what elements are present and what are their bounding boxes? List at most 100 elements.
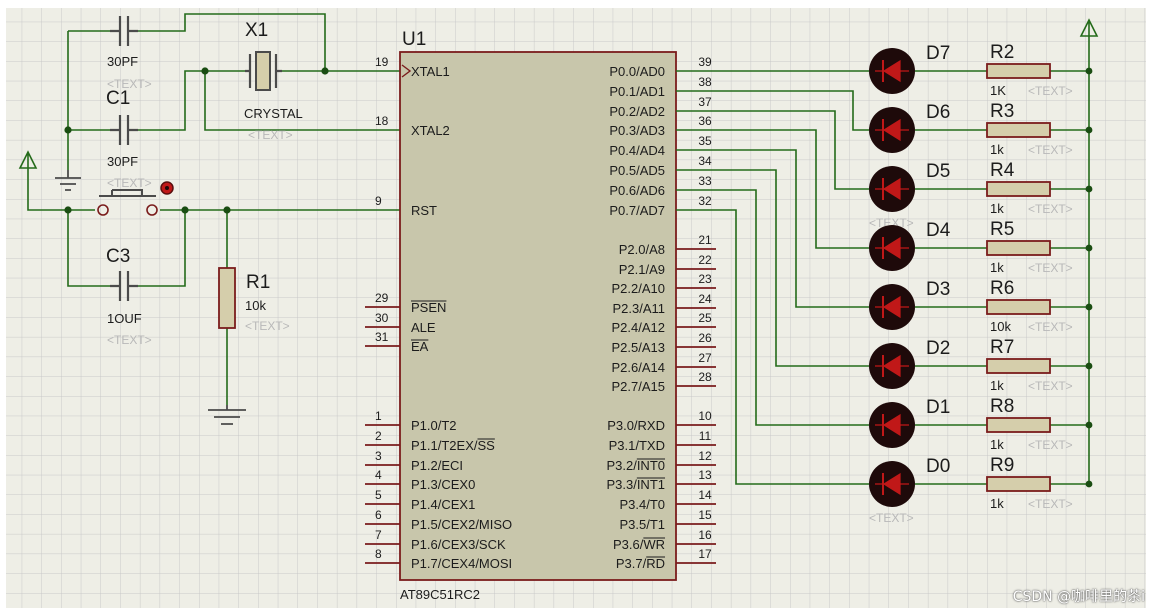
resistor-value: 10k	[245, 298, 266, 313]
led-d2[interactable]: D2	[869, 338, 950, 389]
wire	[676, 169, 869, 367]
wire	[676, 90, 869, 131]
resistor-r1[interactable]: R1 10k <TEXT>	[218, 267, 290, 333]
pin-label: XTAL2	[411, 123, 450, 138]
pin-number: 29	[375, 291, 389, 305]
pin-number: 18	[375, 114, 389, 128]
placeholder-text: <TEXT>	[1028, 143, 1073, 157]
pin-label: P2.6/A14	[612, 360, 666, 375]
junction-dot	[1085, 244, 1093, 252]
placeholder-text: <TEXT>	[245, 319, 290, 333]
placeholder-text: <TEXT>	[1028, 379, 1073, 393]
led-d6[interactable]: D6	[869, 102, 950, 153]
led-ref: D0	[926, 456, 950, 477]
pin-label: EA	[411, 339, 429, 354]
capacitor-top[interactable]: 30PF <TEXT>	[107, 16, 152, 91]
pin-label: ALE	[411, 320, 436, 335]
chip-pin-left[interactable]: 1P1.0/T2	[365, 409, 457, 433]
junction-dot	[1085, 421, 1093, 429]
ground-symbol	[55, 170, 81, 191]
pin-label: P3.6/WR	[613, 537, 665, 552]
resistor-value: 1k	[990, 260, 1004, 275]
capacitor-c1[interactable]: C1 30PF <TEXT>	[106, 88, 152, 190]
wire	[676, 189, 869, 426]
reset-pushbutton[interactable]	[97, 181, 174, 216]
pin-label: P2.4/A12	[612, 320, 666, 335]
capacitor-c3[interactable]: C3 1OUF <TEXT>	[106, 246, 152, 347]
pin-number: 39	[698, 55, 712, 69]
led-d4[interactable]: D4	[869, 220, 951, 271]
pin-label: PSEN	[411, 300, 446, 315]
wire	[676, 110, 869, 190]
pin-number: 21	[698, 233, 712, 247]
right-pin-group: 39P0.0/AD038P0.1/AD137P0.2/AD236P0.3/AD3…	[606, 55, 716, 571]
resistor-ref: R3	[990, 101, 1014, 122]
led-d7[interactable]: D7	[869, 43, 950, 94]
led-d5[interactable]: D5<TEXT>	[869, 161, 950, 230]
pin-label: P0.0/AD0	[609, 64, 665, 79]
pin-label: P2.5/A13	[612, 340, 666, 355]
led-d0[interactable]: D0<TEXT>	[869, 456, 950, 525]
chip-pin-left[interactable]: 7P1.6/CEX3/SCK	[365, 528, 506, 552]
crystal-x1[interactable]: X1 CRYSTAL <TEXT>	[244, 20, 303, 142]
pin-label: P1.7/CEX4/MOSI	[411, 556, 512, 571]
resistor-ref: R5	[990, 219, 1014, 240]
pin-number: 5	[375, 488, 382, 502]
led-d3[interactable]: D3	[869, 279, 950, 330]
microcontroller-u1[interactable]: U1 AT89C51RC2 19XTAL118XTAL29RST29PSEN30…	[365, 29, 716, 602]
chip-pin-left[interactable]: 5P1.4/CEX1	[365, 488, 475, 512]
chip-pin-left[interactable]: 2P1.1/T2EX/SS	[365, 429, 495, 453]
placeholder-text: <TEXT>	[107, 77, 152, 91]
chip-pin-left[interactable]: 8P1.7/CEX4/MOSI	[365, 547, 512, 571]
resistor-ref: R9	[990, 455, 1014, 476]
crystal-value: CRYSTAL	[244, 106, 303, 121]
chip-pin-left[interactable]: 3P1.2/ECI	[365, 449, 463, 473]
capacitor-value: 1OUF	[107, 311, 142, 326]
led-d1[interactable]: D1	[869, 397, 950, 448]
capacitor-value: 30PF	[107, 154, 138, 169]
chip-pin-left[interactable]: 6P1.5/CEX2/MISO	[365, 508, 512, 532]
pin-label: P0.7/AD7	[609, 203, 665, 218]
chip-pin-left[interactable]: 4P1.3/CEX0	[365, 468, 475, 492]
